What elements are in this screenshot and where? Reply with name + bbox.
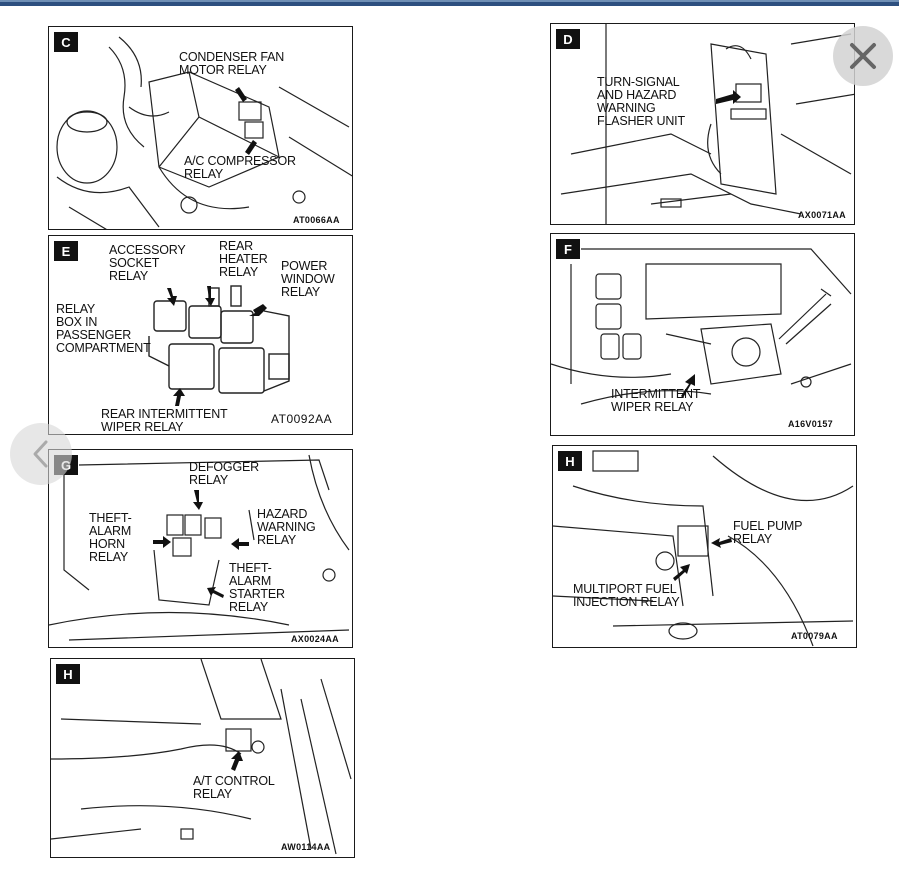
figure-code: AT0092AA xyxy=(271,412,333,426)
figure-code: AT0066AA xyxy=(293,215,340,225)
relay-box-label: RELAY BOX IN PASSENGER COMPARTMENT xyxy=(56,302,151,355)
kick-panel-illustration xyxy=(553,450,854,647)
rear-intermittent-wiper-relay-label: REAR INTERMITTENT WIPER RELAY xyxy=(101,407,228,434)
accessory-socket-relay-label: ACCESSORY SOCKET RELAY xyxy=(109,243,186,283)
figure-code: AW0114AA xyxy=(281,842,331,852)
panel-badge: E xyxy=(54,241,78,261)
panel-badge: D xyxy=(556,29,580,49)
panel-badge: H xyxy=(56,664,80,684)
window-top-bar xyxy=(0,0,899,6)
fuel-pump-relay-label: FUEL PUMP RELAY xyxy=(733,519,803,546)
relay-box-illustration xyxy=(148,285,290,406)
multiport-fuel-injection-relay-label: MULTIPORT FUEL INJECTION RELAY xyxy=(573,582,680,609)
intermittent-wiper-relay-label: INTERMITTENT WIPER RELAY xyxy=(611,387,701,414)
figure-code: AT0079AA xyxy=(791,631,838,641)
diagram-panel-h-at: H A/T CONTROL RELAY AW0114AA xyxy=(50,658,355,858)
figure-code: AX0024AA xyxy=(291,634,339,644)
hazard-warning-relay-label: HAZARD WARNING RELAY xyxy=(257,507,316,547)
panel-badge: C xyxy=(54,32,78,52)
ac-compressor-relay-label: A/C COMPRESSOR RELAY xyxy=(184,154,296,181)
power-window-relay-label: POWER WINDOW RELAY xyxy=(281,259,335,299)
diagram-panel-c: C CONDENSER FAN MOTOR RELAY A/C COMPRESS… xyxy=(48,26,353,230)
dashboard-illustration xyxy=(560,24,854,224)
close-icon xyxy=(850,43,876,69)
diagram-panel-e: E ACCESSORY SOCKET RELAY REAR HEATER REL… xyxy=(48,235,353,435)
figure-code: A16V0157 xyxy=(788,419,833,429)
diagram-panel-g: G DEFOGGER RELAY THEFT- ALARM HORN RELAY… xyxy=(48,449,353,648)
center-console-illustration xyxy=(51,659,352,855)
theft-alarm-horn-relay-label: THEFT- ALARM HORN RELAY xyxy=(89,511,132,564)
dash-underside-illustration xyxy=(49,454,350,641)
at-control-relay-label: A/T CONTROL RELAY xyxy=(193,774,275,801)
diagram-panel-h-fuel: H FUEL PUMP RELAY MULTIPORT FUEL INJECTI… xyxy=(552,445,857,648)
steering-column-illustration xyxy=(551,248,852,405)
figure-code: AX0071AA xyxy=(798,210,846,220)
top-bar-highlight xyxy=(0,0,899,2)
close-button[interactable] xyxy=(833,26,893,86)
chevron-left-icon xyxy=(33,440,48,468)
panel-badge: H xyxy=(558,451,582,471)
defogger-relay-label: DEFOGGER RELAY xyxy=(189,460,259,487)
condenser-fan-relay-label: CONDENSER FAN MOTOR RELAY xyxy=(179,50,285,77)
panel-badge: F xyxy=(556,239,580,259)
flasher-unit-label: TURN-SIGNAL AND HAZARD WARNING FLASHER U… xyxy=(597,75,685,128)
diagram-panel-f: F INTERMITTENT WIPER RELAY A16V0157 xyxy=(550,233,855,436)
diagram-panel-d: D TURN-SIGNAL AND HAZARD WARNING FLASHER… xyxy=(550,23,855,225)
previous-image-button[interactable] xyxy=(10,423,72,485)
rear-heater-relay-label: REAR HEATER RELAY xyxy=(219,239,268,279)
theft-alarm-starter-relay-label: THEFT- ALARM STARTER RELAY xyxy=(229,561,285,614)
engine-bay-illustration xyxy=(56,36,352,229)
